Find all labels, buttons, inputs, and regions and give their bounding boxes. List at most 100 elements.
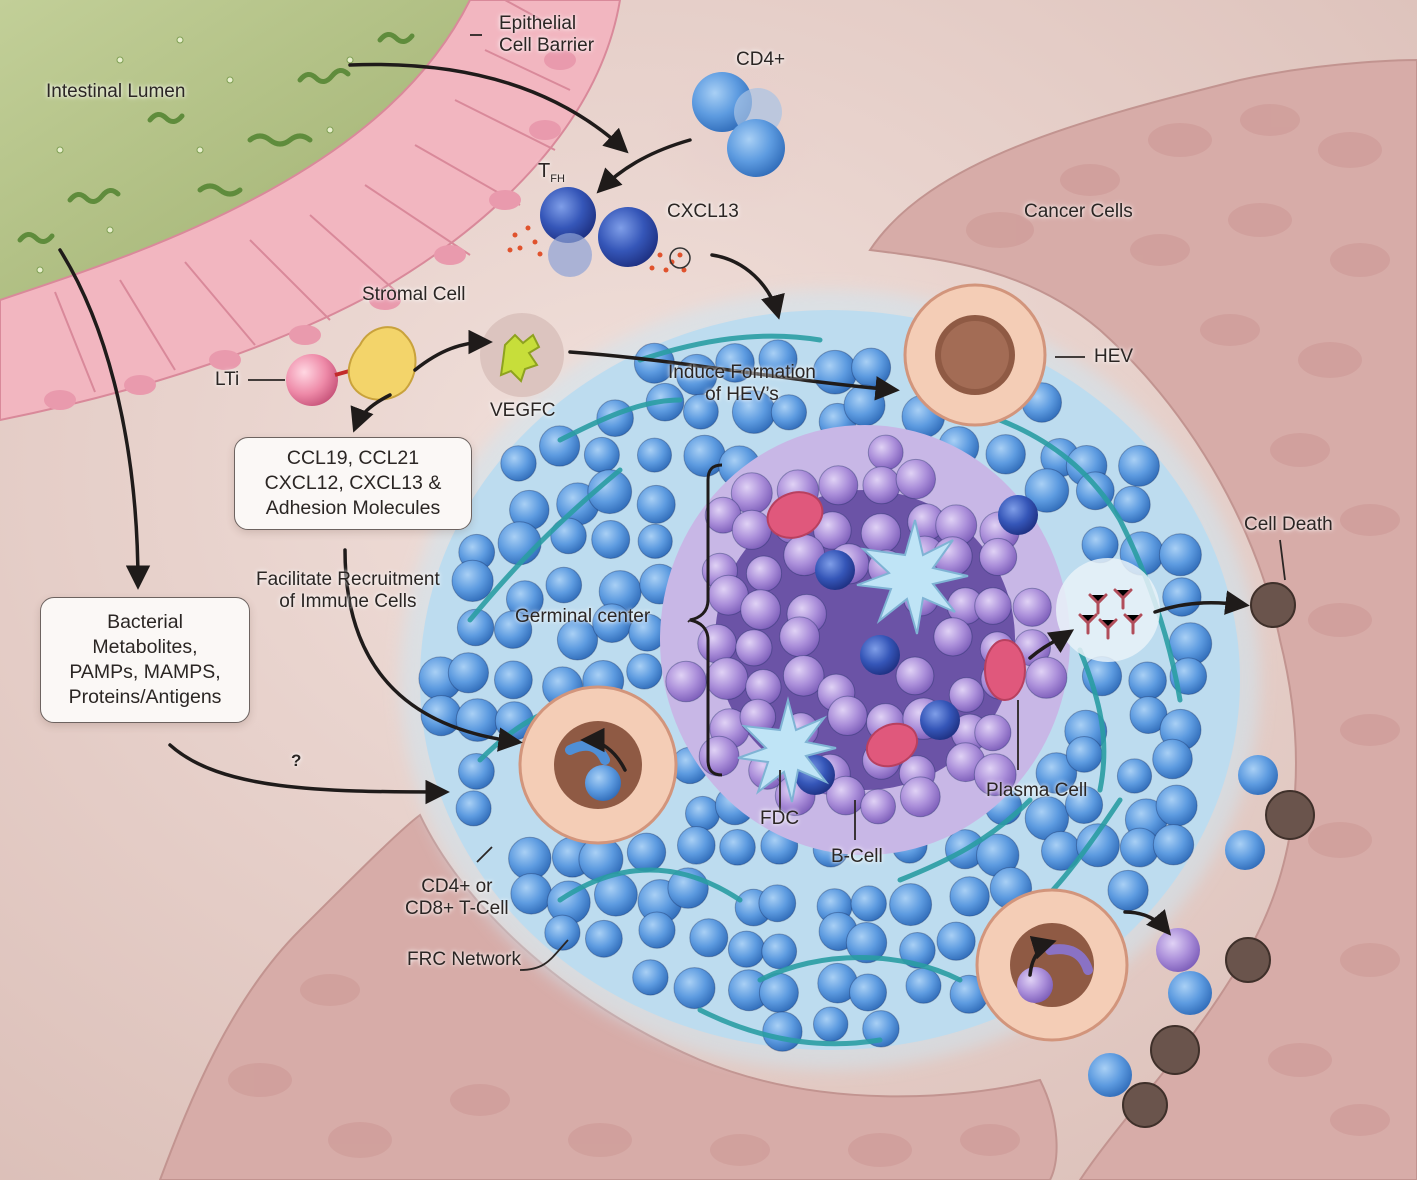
label-facilitate-line1: Facilitate Recruitment bbox=[256, 569, 440, 590]
bacterial-line1: Bacterial bbox=[107, 611, 183, 633]
lti-cell bbox=[286, 354, 338, 406]
arrow-stromal-to-vegfc bbox=[413, 329, 493, 372]
t-cell bbox=[762, 1011, 803, 1052]
b-cell bbox=[782, 655, 825, 697]
b-cell bbox=[867, 434, 904, 471]
b-cell bbox=[698, 735, 740, 777]
fdc-cells bbox=[737, 519, 969, 803]
cxcl13-dots bbox=[507, 225, 687, 273]
tfh-cell-in-gc bbox=[860, 635, 900, 675]
plasma-cells bbox=[766, 491, 1026, 768]
label-cd4: CD4+ bbox=[736, 49, 786, 70]
t-cell bbox=[451, 559, 494, 603]
t-cell bbox=[1162, 577, 1202, 617]
label-epithelial-line1: Epithelial bbox=[499, 13, 577, 34]
arrow-facilitate bbox=[343, 548, 523, 752]
b-cell bbox=[974, 714, 1012, 752]
b-cell bbox=[745, 669, 782, 706]
bacterial-line2: Metabolites, bbox=[92, 636, 198, 658]
t-cell bbox=[985, 434, 1026, 475]
b-cell bbox=[860, 788, 896, 825]
label-facilitate-line2: of Immune Cells bbox=[279, 591, 417, 612]
b-cell bbox=[1025, 656, 1068, 699]
t-cell bbox=[1158, 533, 1202, 577]
cd4-cells bbox=[692, 72, 785, 177]
t-cell bbox=[889, 883, 933, 927]
arrow-stromal-to-box bbox=[350, 393, 392, 433]
t-cell bbox=[545, 566, 583, 604]
t-cell bbox=[458, 753, 495, 790]
t-cell bbox=[497, 521, 542, 566]
t-cell bbox=[494, 660, 533, 700]
t-cell bbox=[727, 930, 766, 968]
label-lti: LTi bbox=[215, 369, 240, 390]
t-cell bbox=[849, 973, 887, 1012]
dead-cancer-cells bbox=[1122, 582, 1315, 1128]
t-cell bbox=[636, 484, 676, 524]
t-cell bbox=[638, 911, 676, 949]
t-cell bbox=[1024, 468, 1070, 513]
label-induce-line1: Induce Formation bbox=[668, 362, 816, 383]
t-cell-cluster bbox=[418, 339, 1213, 1052]
t-cell bbox=[677, 826, 716, 865]
b-cell bbox=[895, 458, 936, 500]
epithelial-nuclei bbox=[44, 50, 576, 410]
b-cell bbox=[745, 555, 783, 592]
t-cell bbox=[583, 436, 620, 473]
t-cell bbox=[850, 885, 887, 922]
t-cell bbox=[632, 959, 669, 996]
t-cell bbox=[626, 832, 667, 872]
t-cell bbox=[1116, 758, 1153, 794]
bacterial-box: Bacterial Metabolites, PAMPs, MAMPS, Pro… bbox=[40, 597, 250, 723]
bacterial-line3: PAMPs, MAMPS, bbox=[69, 661, 221, 683]
label-fdc: FDC bbox=[760, 808, 800, 829]
b-cell bbox=[665, 660, 707, 703]
t-cell bbox=[1064, 785, 1104, 825]
t-cell bbox=[1128, 661, 1167, 701]
label-hev: HEV bbox=[1094, 346, 1134, 367]
arrow-bacterial-to-tls bbox=[168, 743, 450, 805]
b-cell bbox=[979, 537, 1018, 577]
t-cell bbox=[1152, 738, 1193, 780]
t-cell bbox=[1152, 824, 1195, 866]
arrow-lumen-down bbox=[58, 248, 151, 590]
label-epithelial-barrier: Epithelial Cell Barrier bbox=[499, 13, 594, 57]
hev-left bbox=[518, 685, 678, 845]
t-cell bbox=[862, 1010, 900, 1048]
t-cell bbox=[758, 884, 797, 923]
b-cell bbox=[735, 629, 773, 667]
label-tcell-line1: CD4+ or bbox=[421, 876, 493, 897]
arrow-antibody-to-death bbox=[1153, 590, 1250, 615]
tfh-cells bbox=[540, 187, 658, 277]
t-cell bbox=[592, 603, 632, 644]
label-tfh: TFH bbox=[538, 160, 565, 190]
t-cell bbox=[1065, 736, 1103, 773]
arrow-bacteria-to-tfh bbox=[348, 62, 629, 154]
arrow-hev-in-bottom bbox=[1028, 935, 1057, 977]
label-t-cell: CD4+ or CD8+ T-Cell bbox=[405, 876, 509, 920]
bacterial-line4: Proteins/Antigens bbox=[68, 686, 222, 708]
t-cell bbox=[1118, 445, 1160, 487]
label-tfh-main: T bbox=[538, 160, 551, 182]
chemokines-line2: CXCL12, CXCL13 & bbox=[264, 472, 442, 494]
migrating-cells bbox=[1088, 755, 1278, 1097]
t-cell bbox=[455, 790, 492, 827]
label-frc-network: FRC Network bbox=[407, 949, 522, 970]
t-cell bbox=[936, 921, 976, 961]
label-stromal-cell: Stromal Cell bbox=[362, 284, 466, 305]
b-cell bbox=[895, 656, 935, 696]
t-cell bbox=[544, 914, 581, 951]
b-cell bbox=[933, 617, 973, 657]
arrow-hev-exit bbox=[1123, 909, 1172, 936]
label-plasma-cell: Plasma Cell bbox=[986, 780, 1088, 801]
t-cell bbox=[556, 619, 599, 661]
arrow-hev-in-left bbox=[580, 727, 627, 772]
t-cell bbox=[591, 520, 631, 559]
label-induce-formation: Induce Formation of HEV’s bbox=[668, 362, 816, 406]
t-cell bbox=[1035, 752, 1078, 794]
t-cell bbox=[812, 349, 858, 395]
antibody-cloud bbox=[1056, 558, 1160, 662]
label-induce-line2: of HEV’s bbox=[705, 384, 779, 405]
t-cell bbox=[673, 967, 716, 1010]
